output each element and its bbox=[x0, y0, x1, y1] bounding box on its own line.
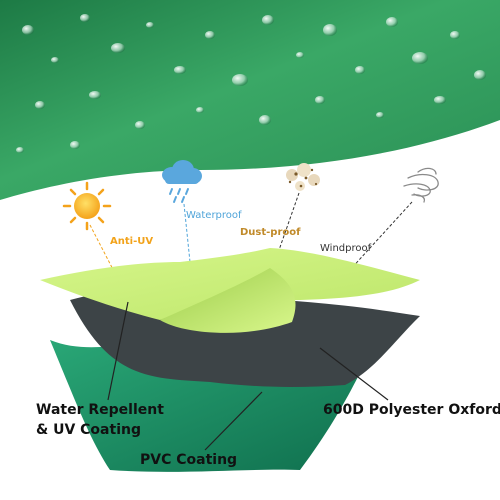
wind-icon bbox=[403, 167, 439, 203]
dust-proof-label: Dust-proof bbox=[240, 227, 301, 238]
pvc-coating-label: PVC Coating bbox=[140, 452, 238, 468]
water-droplets bbox=[16, 14, 486, 153]
anti-uv-label: Anti-UV bbox=[110, 236, 154, 247]
windproof-label: Windproof bbox=[320, 243, 372, 254]
sun-icon bbox=[62, 181, 112, 231]
uv-coating-label: & UV Coating bbox=[36, 422, 141, 438]
water-repellent-layer bbox=[40, 248, 420, 320]
rain-cloud-icon bbox=[162, 160, 202, 203]
material-leader-lines bbox=[107, 301, 389, 451]
fabric-banner bbox=[0, 0, 500, 200]
waterproof-label: Waterproof bbox=[186, 210, 242, 221]
dust-icon bbox=[286, 163, 320, 191]
polyester-oxford-label: 600D Polyester Oxford bbox=[323, 402, 500, 418]
water-repellent-label: Water Repellent bbox=[36, 402, 164, 418]
fabric-layers bbox=[40, 248, 420, 472]
folded-corner bbox=[160, 268, 296, 333]
